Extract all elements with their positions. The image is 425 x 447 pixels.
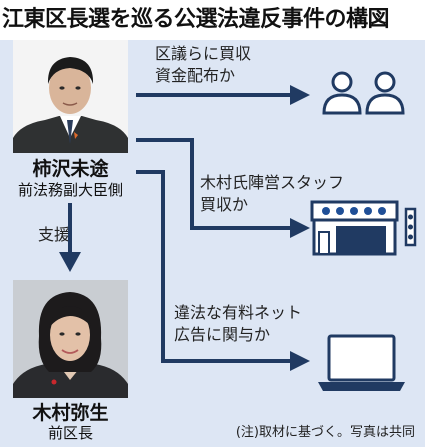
person1-role: 前法務副大臣側 <box>17 181 123 199</box>
photo-kakizawa <box>13 40 128 153</box>
arrow-to-people <box>136 85 310 105</box>
portrait-female-image <box>13 280 128 398</box>
allegation-3-line1: 違法な有料ネット <box>174 303 303 322</box>
allegation-2-line1: 木村氏陣営スタッフ <box>200 173 345 192</box>
person1-name: 柿沢未途 <box>32 158 109 180</box>
photo-kimura <box>13 280 128 398</box>
person2-role: 前区長 <box>47 424 93 442</box>
arrow-to-laptop <box>136 170 310 371</box>
portrait-male-image <box>13 40 128 153</box>
support-arrow <box>59 203 81 272</box>
diagram-title: 江東区長選を巡る公選法違反事件の構図 <box>2 7 390 32</box>
people-icon <box>322 71 405 115</box>
allegation-2-line2: 買収か <box>200 195 249 214</box>
campaign-office-icon <box>310 200 417 256</box>
allegation-1-line2: 資金配布か <box>155 66 236 85</box>
allegation-1-line1: 区議らに買収 <box>155 44 252 63</box>
arrow-to-campaign-office <box>136 138 310 238</box>
person2-name: 木村弥生 <box>32 402 109 424</box>
allegation-3-line2: 広告に関与か <box>174 325 271 344</box>
source-note: (注)取材に基づく。写真は共同 <box>235 425 415 440</box>
relation-label: 支援 <box>38 225 71 244</box>
laptop-icon <box>318 334 405 391</box>
